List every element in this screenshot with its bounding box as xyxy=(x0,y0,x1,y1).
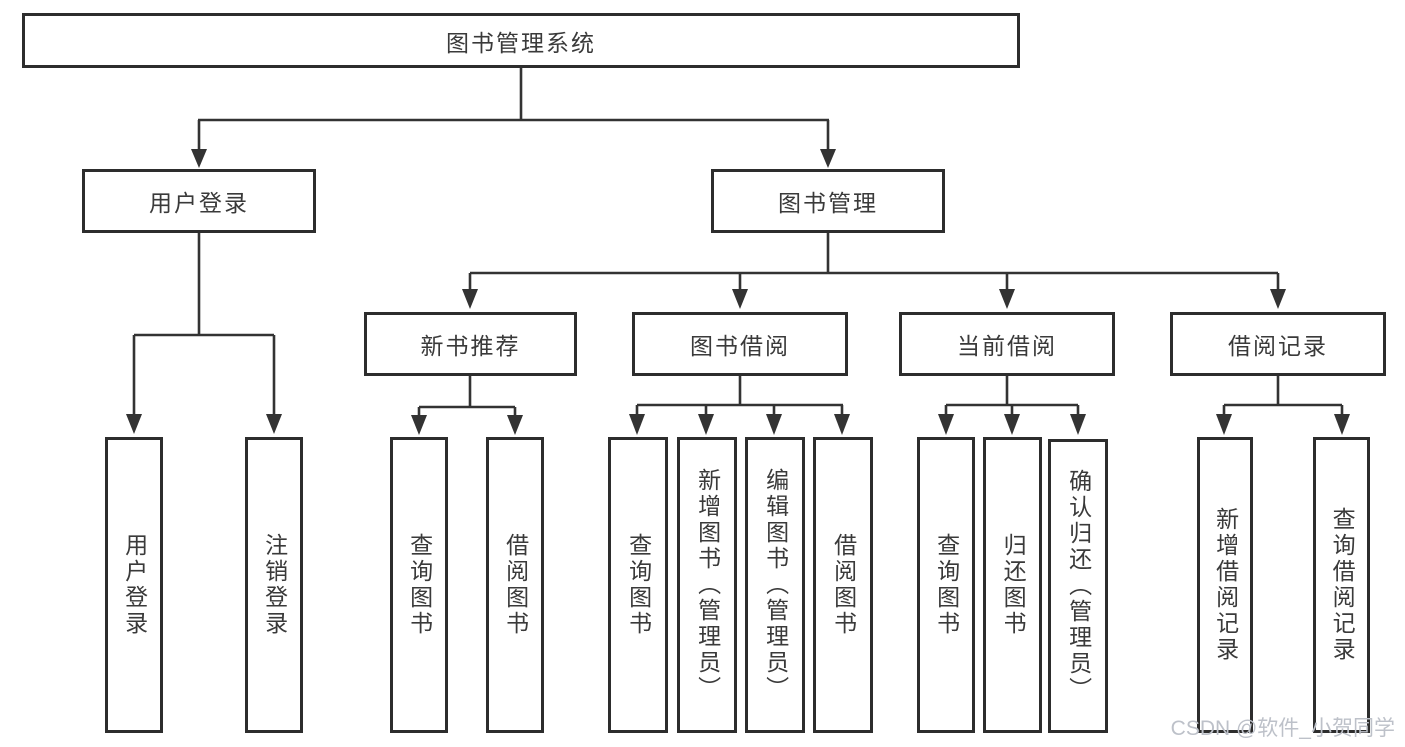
leaf-query-books-borrow: 查询图书 xyxy=(608,437,668,733)
leaf-add-borrow-record: 新增借阅记录 xyxy=(1197,437,1253,733)
node-book-borrowing: 图书借阅 xyxy=(632,312,848,376)
node-user-login: 用户登录 xyxy=(82,169,316,233)
csdn-watermark: CSDN @软件_小贺同学 xyxy=(1170,717,1395,740)
leaf-add-books-admin: 新增图书（管理员） xyxy=(677,437,737,733)
leaf-borrow-books-borrow: 借阅图书 xyxy=(813,437,873,733)
leaf-edit-books-admin: 编辑图书（管理员） xyxy=(745,437,805,733)
leaf-confirm-return-admin: 确认归还（管理员） xyxy=(1048,439,1108,733)
root-node: 图书管理系统 xyxy=(22,13,1020,68)
leaf-logout: 注销登录 xyxy=(245,437,303,733)
node-book-management: 图书管理 xyxy=(711,169,945,233)
leaf-return-books: 归还图书 xyxy=(983,437,1042,733)
leaf-query-books-current: 查询图书 xyxy=(917,437,975,733)
node-new-book-recommend: 新书推荐 xyxy=(364,312,577,376)
node-borrowing-records: 借阅记录 xyxy=(1170,312,1386,376)
leaf-borrow-books-newrec: 借阅图书 xyxy=(486,437,544,733)
leaf-query-borrow-record: 查询借阅记录 xyxy=(1313,437,1370,733)
leaf-user-login: 用户登录 xyxy=(105,437,163,733)
leaf-query-books-newrec: 查询图书 xyxy=(390,437,448,733)
node-current-borrowing: 当前借阅 xyxy=(899,312,1115,376)
